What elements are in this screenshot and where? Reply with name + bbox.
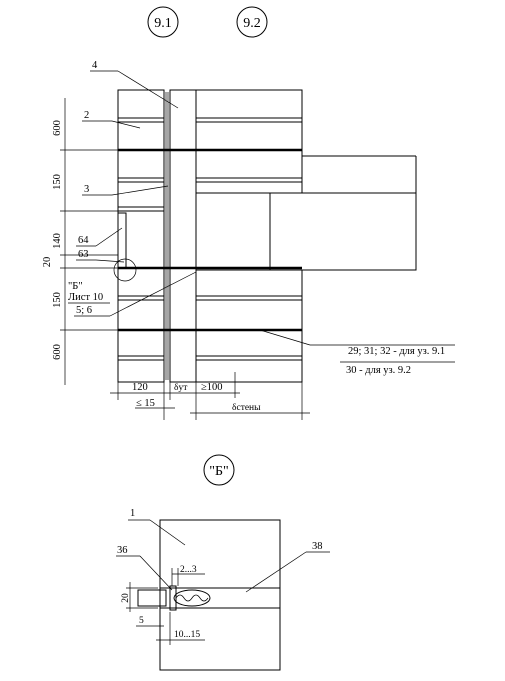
detail-dim-10-15: 10...15	[174, 630, 200, 640]
detail-b: 1 36 38 2...3 20 5 10...15	[116, 508, 330, 671]
callout-ref-sheet: Лист 10	[68, 292, 103, 303]
dim-max-15: ≤ 15	[136, 398, 155, 409]
bottom-dimensions: 120 δут ≥100 ≤ 15 δстены	[110, 372, 310, 420]
callout-ref-b: "Б"	[68, 281, 83, 292]
detail-sealant	[173, 589, 211, 607]
dim-insulation: δут	[174, 383, 188, 393]
callout-5-6: 5; 6	[76, 305, 92, 316]
detail-callout-38: 38	[312, 541, 323, 552]
node-label-9-1: 9.1	[154, 16, 172, 31]
detail-callout-1: 1	[130, 508, 135, 519]
callout-63: 63	[78, 249, 89, 260]
detail-b-circle	[113, 258, 137, 282]
node-marker-9-2: 9.2	[236, 6, 268, 38]
dim-150-upper: 150	[52, 174, 63, 190]
detail-callout-36: 36	[117, 545, 128, 556]
dim-120: 120	[132, 382, 148, 393]
dim-140: 140	[52, 233, 63, 249]
dim-20: 20	[42, 257, 53, 268]
note-nodes-9-1: 29; 31; 32 - для уз. 9.1	[348, 346, 445, 357]
floor-slab	[269, 192, 417, 271]
wall-ties	[118, 148, 302, 332]
callouts: 4 2 3 64 63 "Б" Лист 10 5; 6 29; 31; 32 …	[68, 60, 455, 376]
detail-dim-5: 5	[139, 616, 144, 626]
detail-b-label: "Б"	[209, 464, 228, 479]
inner-wall-lower	[195, 269, 303, 383]
dim-600-top: 600	[52, 120, 63, 136]
node-marker-9-1: 9.1	[147, 6, 179, 38]
callout-64: 64	[78, 235, 89, 246]
callout-4: 4	[92, 60, 98, 71]
wall-section	[113, 89, 417, 383]
dim-600-bottom: 600	[52, 344, 63, 360]
dim-min-100: ≥100	[201, 382, 223, 393]
note-nodes-9-2: 30 - для уз. 9.2	[346, 365, 411, 376]
callout-3: 3	[84, 184, 89, 195]
dim-wall-thickness: δстены	[232, 403, 261, 413]
insulation-layer	[169, 89, 197, 383]
detail-mortar-joint	[159, 587, 281, 609]
detail-b-marker: "Б"	[203, 454, 235, 486]
detail-dim-2-3: 2...3	[180, 565, 197, 575]
node-label-9-2: 9.2	[243, 16, 261, 31]
callout-2: 2	[84, 110, 89, 121]
mortar-joints	[118, 117, 302, 361]
dim-150-lower: 150	[52, 292, 63, 308]
detail-dim-20: 20	[121, 593, 131, 603]
left-dimensions: 600 150 140 20 150 600	[42, 98, 118, 385]
outer-brick-leaf	[117, 89, 165, 383]
